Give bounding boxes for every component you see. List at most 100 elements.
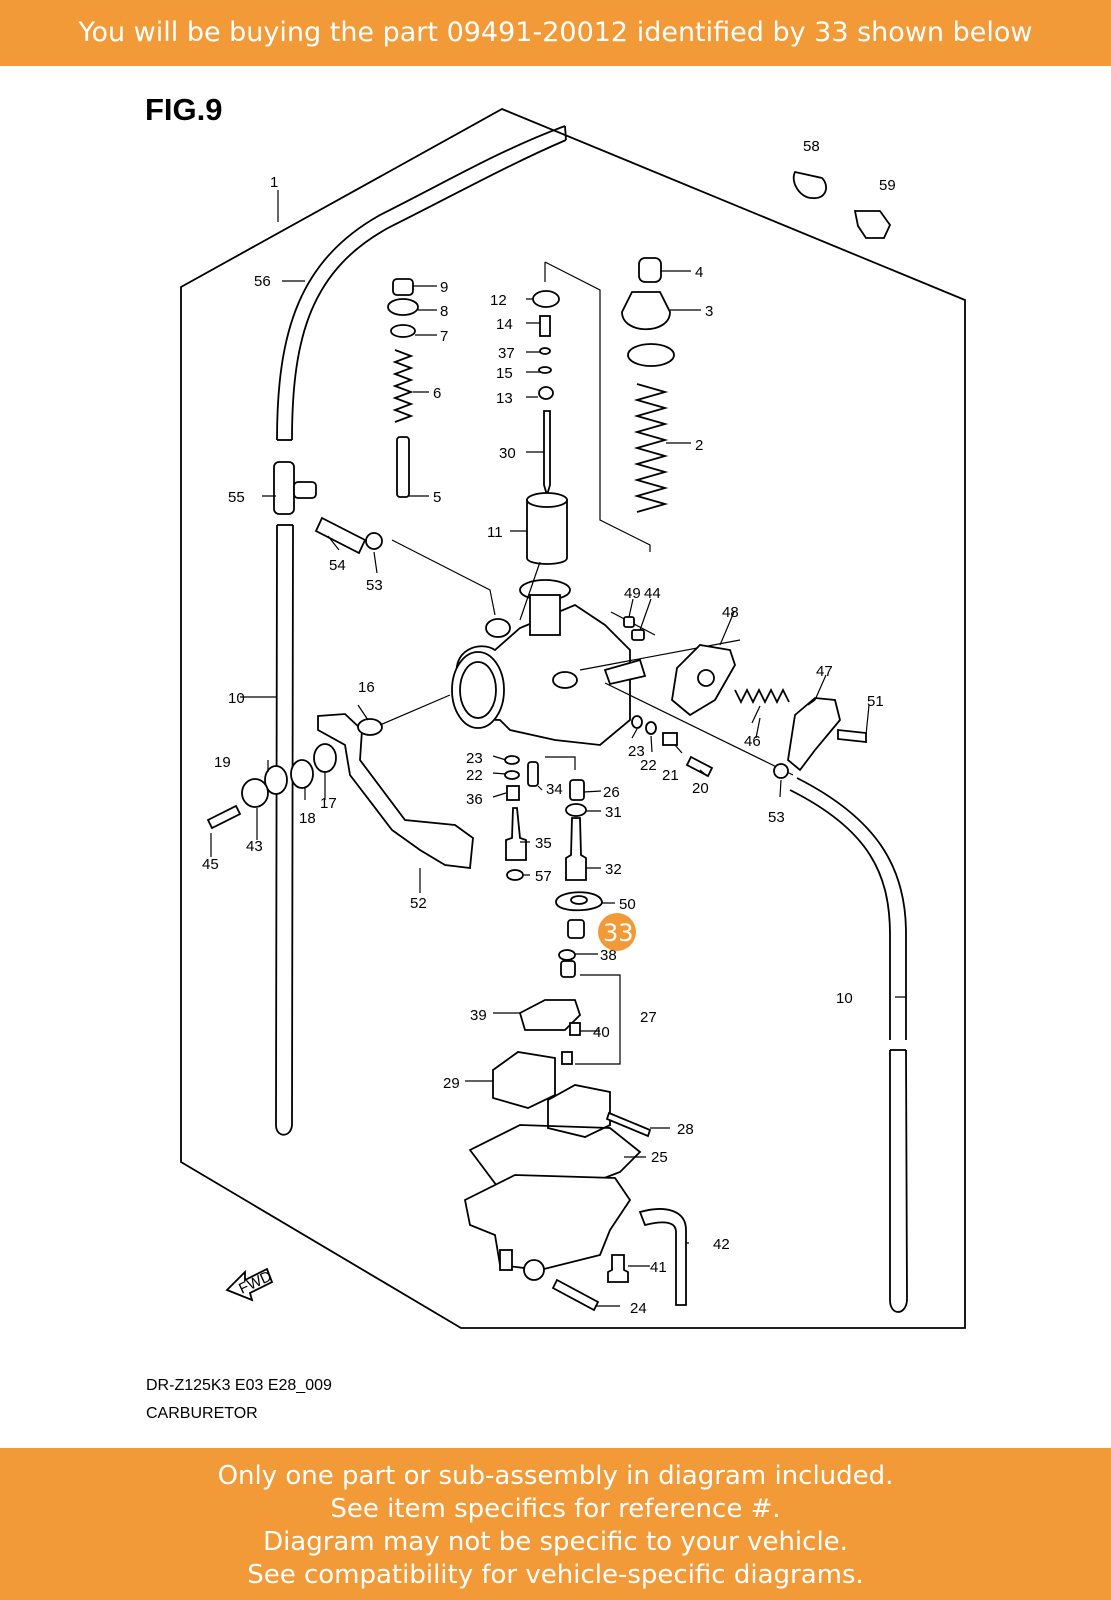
spring-21	[662, 732, 678, 746]
screw-20	[685, 755, 714, 778]
part-label: 49	[624, 585, 641, 602]
spring-46	[734, 687, 790, 705]
plunger-5	[396, 436, 410, 498]
diagram-name: CARBURETOR	[146, 1405, 258, 1422]
part-label: 39	[470, 1007, 487, 1024]
spring-6	[392, 349, 414, 423]
nut-43	[241, 778, 269, 808]
fwd-label: FWD	[236, 1268, 274, 1298]
part-label: 8	[440, 303, 448, 320]
screw-49	[623, 616, 635, 628]
part-label: 38	[600, 947, 617, 964]
part-label: 53	[366, 577, 383, 594]
part-label: 22	[466, 767, 483, 784]
part-label: 23	[628, 743, 645, 760]
part-label: 48	[722, 604, 739, 621]
throttle-bracket	[317, 713, 474, 870]
part-label: 53	[768, 809, 785, 826]
main-jet-33	[567, 919, 585, 939]
lever-47	[787, 697, 841, 772]
part-label: 34	[546, 781, 563, 798]
pilot-screw	[505, 807, 527, 861]
nut-8	[387, 298, 419, 316]
part-label: 43	[246, 838, 263, 855]
part-label: 57	[535, 868, 552, 885]
short-hose	[314, 516, 367, 555]
disclaimer-line: Diagram may not be specific to your vehi…	[263, 1527, 848, 1557]
pin-28	[605, 1111, 652, 1138]
part-label: 25	[651, 1149, 668, 1166]
part-label: 27	[640, 1009, 657, 1026]
cap-4	[638, 257, 662, 283]
part-label: 22	[640, 757, 657, 774]
float-arm-39	[518, 999, 582, 1031]
carburetor-parts-diagram: FWD 1 2 3 4 5 6 7 8 9 10 10 11 12 13 14 …	[180, 108, 966, 1329]
part-label: 16	[358, 679, 375, 696]
diagram-code: DR-Z125K3 E03 E28_009	[146, 1377, 332, 1394]
part-label: 4	[695, 264, 703, 281]
part-label: 10	[228, 690, 245, 707]
part-label: 32	[605, 861, 622, 878]
part-label: 46	[744, 733, 761, 750]
screw-24	[551, 1278, 600, 1312]
part-label: 17	[320, 795, 337, 812]
diagram-frame	[180, 108, 966, 1329]
part-label: 1	[270, 174, 278, 191]
part-label: 19	[214, 754, 231, 771]
highlight-callout-badge	[598, 913, 636, 951]
collar-19	[264, 765, 288, 795]
part-label: 47	[816, 663, 833, 680]
fuel-hose	[276, 125, 566, 441]
part-label: 35	[535, 835, 552, 852]
washer-16	[357, 718, 383, 736]
part-label: 20	[692, 780, 709, 797]
part-label: 56	[254, 273, 271, 290]
part-label: 37	[498, 345, 515, 362]
part-label: 29	[443, 1075, 460, 1092]
part-label: 12	[490, 292, 507, 309]
part-label: 42	[713, 1236, 730, 1253]
float-29	[492, 1051, 556, 1109]
part-label: 10	[836, 990, 853, 1007]
part-label: 15	[496, 365, 513, 382]
part-label: 50	[619, 896, 636, 913]
purchase-banner: You will be buying the part 09491-20012 …	[0, 0, 1111, 66]
oring-7	[390, 324, 416, 338]
screw-44	[631, 629, 645, 641]
part-label: 45	[202, 856, 219, 873]
washer-50	[555, 891, 603, 912]
gasket	[627, 343, 675, 367]
cover-48	[671, 644, 736, 717]
screw-45	[206, 804, 242, 830]
drain-hose	[638, 1208, 687, 1306]
part-label: 54	[329, 557, 346, 574]
holder-12	[532, 290, 560, 308]
jet-needle	[543, 410, 551, 499]
part-label: 18	[299, 810, 316, 827]
fwd-arrow-icon	[225, 1267, 274, 1302]
highlight-callout-number: 33	[603, 919, 634, 947]
part-label: 11	[487, 524, 503, 541]
disclaimer-line: Only one part or sub-assembly in diagram…	[217, 1461, 894, 1491]
part-label: 55	[228, 489, 245, 506]
disclaimer-line: See compatibility for vehicle-specific d…	[247, 1560, 864, 1590]
part-label: 58	[803, 138, 820, 155]
part-label: 13	[496, 390, 513, 407]
part-label: 2	[695, 437, 703, 454]
float-bowl	[463, 1174, 632, 1271]
part-label: 6	[433, 385, 441, 402]
part-label: 44	[644, 585, 661, 602]
needle-34	[527, 761, 539, 787]
washer-18	[290, 759, 314, 789]
part-label: 41	[650, 1259, 667, 1276]
clip-59	[853, 210, 892, 239]
part-label: 30	[499, 445, 516, 462]
part-labels: 1 2 3 4 5 6 7 8 9 10 10 11 12 13 14 15 1…	[202, 138, 896, 1317]
hose-clamp	[365, 532, 383, 550]
part-label: 5	[433, 489, 441, 506]
figure-title: FIG.9	[145, 92, 223, 127]
purchase-banner-text: You will be buying the part 09491-20012 …	[78, 17, 1033, 48]
cap-9	[392, 278, 414, 296]
part-label: 7	[440, 328, 448, 345]
part-label: 31	[605, 804, 622, 821]
